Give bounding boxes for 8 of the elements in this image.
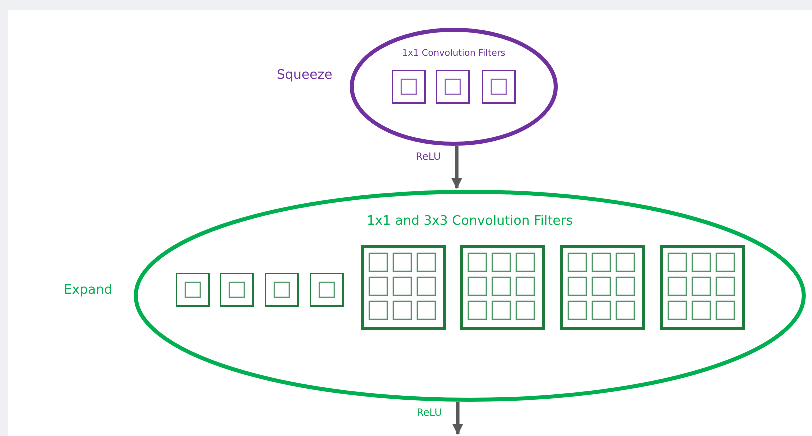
layer-label: Expand (64, 283, 113, 298)
filter-heading: 1x1 and 3x3 Convolution Filters (366, 214, 574, 229)
filter-heading: 1x1 Convolution Filters (402, 49, 506, 59)
edge-label: ReLU (416, 408, 444, 419)
layer-label: Squeeze (277, 68, 333, 83)
arrow (452, 402, 464, 436)
edge-label: ReLU (415, 152, 442, 163)
arrow (451, 146, 463, 190)
